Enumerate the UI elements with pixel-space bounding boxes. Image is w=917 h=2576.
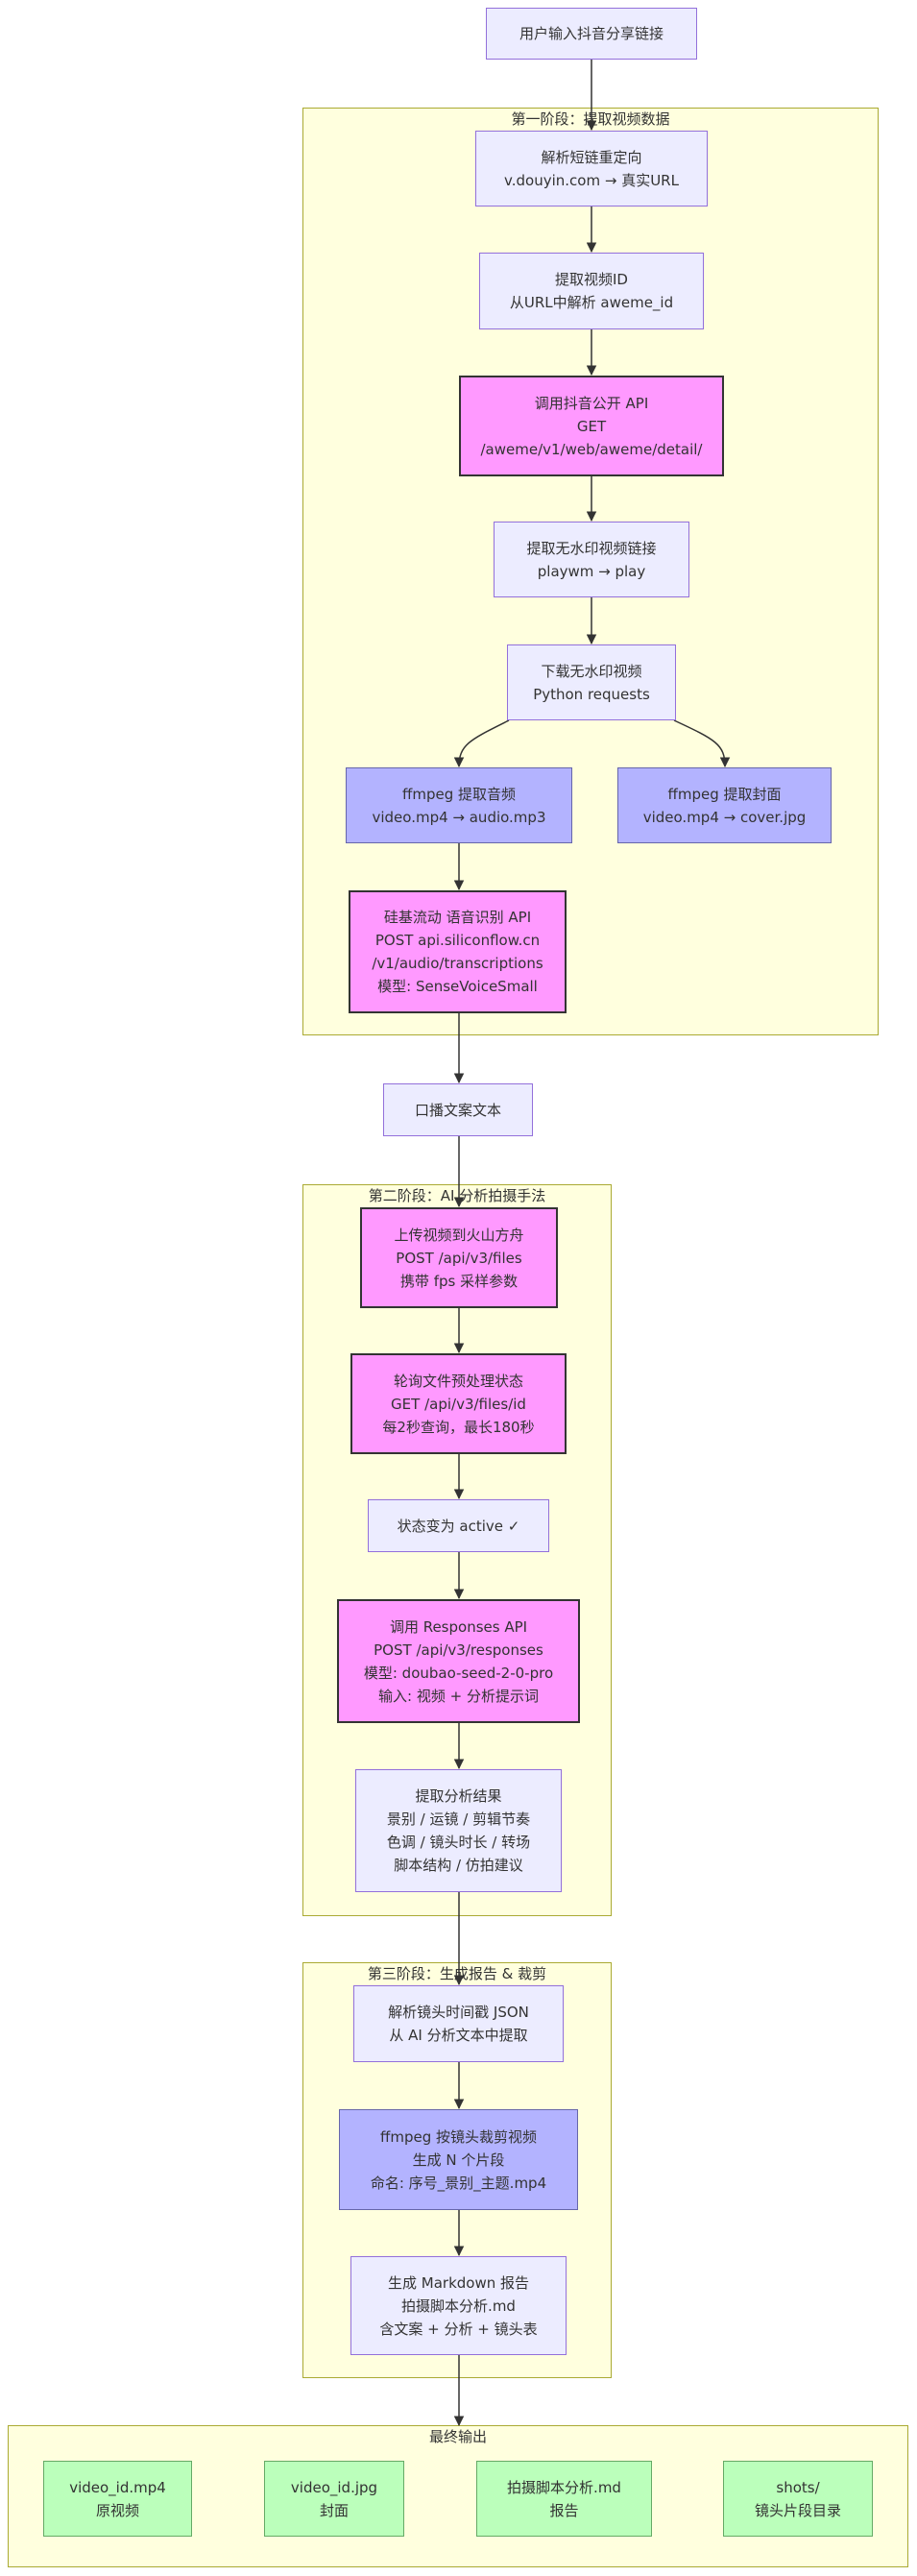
- node-out-video: video_id.mp4 原视频: [43, 2461, 192, 2537]
- node-cut: ffmpeg 按镜头裁剪视频 生成 N 个片段 命名: 序号_景别_主题.mp4: [339, 2109, 578, 2210]
- node-responses-line-3: 模型: doubao-seed-2-0-pro: [363, 1664, 554, 1682]
- node-result-line-4: 脚本结构 / 仿拍建议: [394, 1857, 523, 1874]
- node-nowm-link-line-1: 提取无水印视频链接: [526, 539, 657, 557]
- node-parse-json: 解析镜头时间戳 JSON 从 AI 分析文本中提取: [353, 1985, 564, 2062]
- node-download-line-2: Python requests: [533, 685, 650, 703]
- node-active-line-1: 状态变为 active ✓: [397, 1517, 520, 1535]
- node-out-md-line-2: 报告: [549, 2501, 579, 2519]
- node-report-line-2: 拍摄脚本分析.md: [401, 2297, 516, 2315]
- node-redirect-line-1: 解析短链重定向: [541, 148, 642, 166]
- node-cut-line-3: 命名: 序号_景别_主题.mp4: [370, 2174, 547, 2192]
- node-audio-line-2: video.mp4 → audio.mp3: [372, 808, 546, 826]
- node-download: 下载无水印视频 Python requests: [507, 644, 676, 720]
- node-input: 用户输入抖音分享链接: [486, 8, 697, 60]
- node-transcript-line-1: 口播文案文本: [414, 1101, 501, 1119]
- node-transcript: 口播文案文本: [383, 1083, 533, 1136]
- node-extract-id-line-1: 提取视频ID: [555, 271, 628, 288]
- node-nowm-link: 提取无水印视频链接 playwm → play: [494, 522, 689, 597]
- node-cover-line-1: ffmpeg 提取封面: [667, 785, 782, 803]
- node-out-cover: video_id.jpg 封面: [264, 2461, 404, 2537]
- cluster-stage3-title: 第三阶段：生成报告 & 裁剪: [367, 1965, 547, 1982]
- node-asr-line-2: POST api.siliconflow.cn: [374, 932, 541, 949]
- node-responses-line-2: POST /api/v3/responses: [374, 1640, 543, 1659]
- node-call-api-line-2: GET: [576, 417, 607, 435]
- node-out-video-line-1: video_id.mp4: [69, 2478, 166, 2496]
- node-asr-line-3: /v1/audio/transcriptions: [372, 955, 543, 972]
- cluster-stage1-title: 第一阶段：提取视频数据: [511, 110, 670, 128]
- node-asr-line-1: 硅基流动 语音识别 API: [383, 909, 532, 926]
- node-upload-line-2: POST /api/v3/files: [396, 1249, 522, 1267]
- node-responses: 调用 Responses API POST /api/v3/responses …: [337, 1599, 580, 1723]
- node-call-api-line-3: /aweme/v1/web/aweme/detail/: [480, 440, 703, 458]
- node-redirect-line-2: v.douyin.com → 真实URL: [504, 171, 679, 189]
- node-result-line-3: 色调 / 镜头时长 / 转场: [386, 1834, 531, 1851]
- node-nowm-link-line-2: playwm → play: [537, 562, 646, 580]
- node-download-line-1: 下载无水印视频: [541, 662, 642, 680]
- node-cover-line-2: video.mp4 → cover.jpg: [642, 808, 807, 826]
- node-call-api: 调用抖音公开 API GET /aweme/v1/web/aweme/detai…: [459, 376, 724, 476]
- node-result: 提取分析结果 景别 / 运镜 / 剪辑节奏 色调 / 镜头时长 / 转场 脚本结…: [355, 1769, 562, 1892]
- node-out-md: 拍摄脚本分析.md 报告: [476, 2461, 652, 2537]
- node-cut-line-2: 生成 N 个片段: [412, 2151, 505, 2169]
- node-parse-json-line-2: 从 AI 分析文本中提取: [389, 2027, 528, 2044]
- node-out-video-line-2: 原视频: [95, 2501, 139, 2519]
- node-active: 状态变为 active ✓: [368, 1499, 549, 1552]
- node-report-line-1: 生成 Markdown 报告: [388, 2273, 529, 2292]
- node-audio: ffmpeg 提取音频 video.mp4 → audio.mp3: [346, 767, 572, 843]
- node-report: 生成 Markdown 报告 拍摄脚本分析.md 含文案 + 分析 + 镜头表: [350, 2256, 567, 2355]
- node-cover: ffmpeg 提取封面 video.mp4 → cover.jpg: [617, 767, 832, 843]
- node-out-shots-line-2: 镜头片段目录: [754, 2501, 841, 2519]
- node-result-line-1: 提取分析结果: [415, 1787, 502, 1805]
- node-responses-line-4: 输入: 视频 + 分析提示词: [378, 1687, 539, 1705]
- node-input-line-1: 用户输入抖音分享链接: [519, 25, 664, 42]
- node-result-line-2: 景别 / 运镜 / 剪辑节奏: [386, 1810, 531, 1828]
- edge-download-audio: [453, 719, 510, 768]
- node-out-cover-line-2: 封面: [319, 2501, 349, 2519]
- node-cut-line-1: ffmpeg 按镜头裁剪视频: [380, 2127, 537, 2146]
- node-upload-line-3: 携带 fps 采样参数: [399, 1272, 519, 1290]
- node-parse-json-line-1: 解析镜头时间戳 JSON: [388, 2004, 529, 2021]
- node-poll-line-2: GET /api/v3/files/id: [391, 1395, 526, 1413]
- cluster-final-title: 最终输出: [428, 2428, 487, 2445]
- node-poll: 轮询文件预处理状态 GET /api/v3/files/id 每2秒查询，最长1…: [350, 1353, 567, 1454]
- node-call-api-line-1: 调用抖音公开 API: [534, 394, 649, 412]
- node-out-shots: shots/ 镜头片段目录: [723, 2461, 873, 2537]
- node-extract-id-line-2: 从URL中解析 aweme_id: [509, 294, 674, 311]
- node-out-md-line-1: 拍摄脚本分析.md: [507, 2478, 621, 2496]
- node-report-line-3: 含文案 + 分析 + 镜头表: [379, 2320, 538, 2338]
- node-poll-line-1: 轮询文件预处理状态: [393, 1372, 523, 1390]
- node-poll-line-3: 每2秒查询，最长180秒: [382, 1418, 535, 1436]
- node-upload: 上传视频到火山方舟 POST /api/v3/files 携带 fps 采样参数: [360, 1207, 558, 1308]
- edge-download-cover: [673, 719, 731, 768]
- node-responses-line-1: 调用 Responses API: [389, 1617, 528, 1636]
- node-audio-line-1: ffmpeg 提取音频: [402, 785, 516, 803]
- node-asr-line-4: 模型: SenseVoiceSmall: [377, 978, 538, 995]
- node-out-cover-line-1: video_id.jpg: [290, 2478, 378, 2496]
- node-asr: 硅基流动 语音识别 API POST api.siliconflow.cn /v…: [349, 890, 567, 1013]
- cluster-stage2-title: 第二阶段：AI 分析拍摄手法: [368, 1187, 546, 1204]
- node-out-shots-line-1: shots/: [776, 2478, 820, 2496]
- node-extract-id: 提取视频ID 从URL中解析 aweme_id: [479, 253, 704, 329]
- node-redirect: 解析短链重定向 v.douyin.com → 真实URL: [475, 131, 708, 207]
- node-upload-line-1: 上传视频到火山方舟: [394, 1226, 524, 1244]
